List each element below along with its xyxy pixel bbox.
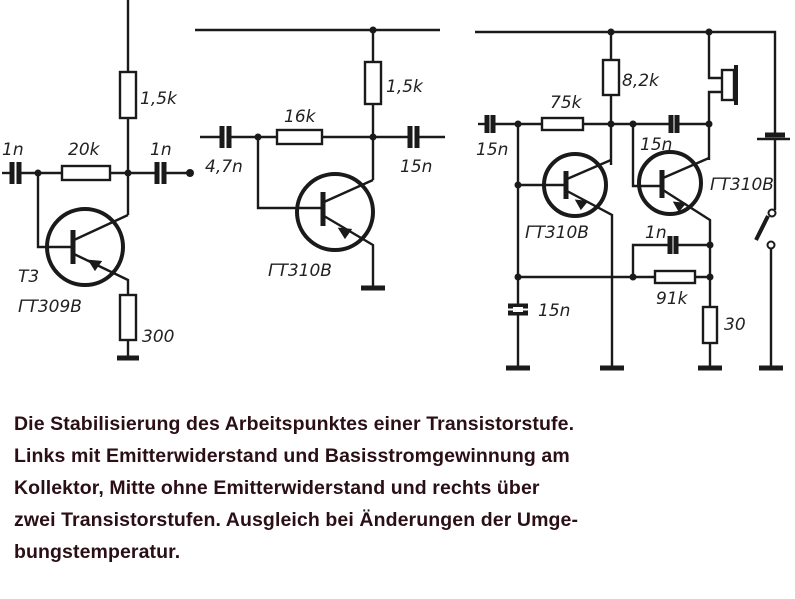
caption-line: bungstemperatur. [14, 541, 181, 563]
label-cap-ground: 15n [538, 301, 570, 321]
caption-line: Kollektor, Mitte ohne Emitterwiderstand … [14, 477, 540, 499]
resistor-91k [653, 269, 697, 285]
resistor-1-5k [118, 70, 138, 120]
label-r-base: 20k [68, 140, 101, 160]
resistor-300 [118, 293, 138, 342]
label-r-collector: 8,2k [622, 71, 660, 91]
transistor-gt310v [295, 172, 375, 252]
label-cap-coupling: 15n [640, 135, 672, 155]
resistor-75k [540, 116, 585, 132]
resistor-8-2k [601, 58, 621, 97]
speaker-icon [720, 68, 736, 102]
caption-line: zwei Transistorstufen. Ausgleich bei Änd… [14, 509, 579, 531]
label-cap-in: 15n [476, 140, 508, 160]
label-r-feedback: 91k [656, 289, 689, 309]
label-cap-out: 15n [400, 157, 432, 177]
middle-circuit: 1,5k 16k 4,7n 15n ГТ310В [195, 26, 445, 291]
label-r-collector: 1,5k [140, 89, 178, 109]
label-r-collector: 1,5k [386, 77, 424, 97]
resistor-1-5k [363, 60, 383, 106]
label-cap-feedback: 1n [645, 223, 667, 243]
caption-line: Die Stabilisierung des Arbeitspunktes ei… [14, 413, 575, 435]
resistor-16k [275, 128, 324, 146]
label-r-base: 16k [284, 107, 317, 127]
label-transistor2-type: ГТ310В [710, 175, 774, 195]
label-cap-in: 1n [2, 140, 24, 160]
figure-caption: Die Stabilisierung des Arbeitspunktes ei… [14, 408, 794, 568]
right-circuit: 15n 75k 8,2k 15n ГТ310В ГТ310В 1n 91k 15… [475, 28, 790, 371]
label-transistor-type: ГТ310В [268, 261, 332, 281]
label-r-emitter: 30 [724, 315, 746, 335]
resistor-20k [60, 164, 112, 182]
label-r-base: 75k [550, 93, 583, 113]
label-cap-in: 4,7n [205, 157, 243, 177]
label-transistor-ref: T3 [18, 267, 39, 287]
resistor-30 [701, 305, 719, 345]
label-r-emitter: 300 [142, 327, 174, 347]
label-cap-out: 1n [150, 140, 172, 160]
label-transistor1-type: ГТ310В [525, 223, 589, 243]
circuit-schematics: 1,5k 1n 20k 1n T3 ГТ309В 300 1,5k 16k 4,… [2, 0, 790, 371]
transistor-2-gt310v [637, 150, 703, 216]
caption-line: Links mit Emitterwiderstand und Basisstr… [14, 445, 570, 467]
label-transistor-type: ГТ309В [18, 297, 82, 317]
left-circuit: 1,5k 1n 20k 1n T3 ГТ309В 300 [2, 0, 194, 361]
